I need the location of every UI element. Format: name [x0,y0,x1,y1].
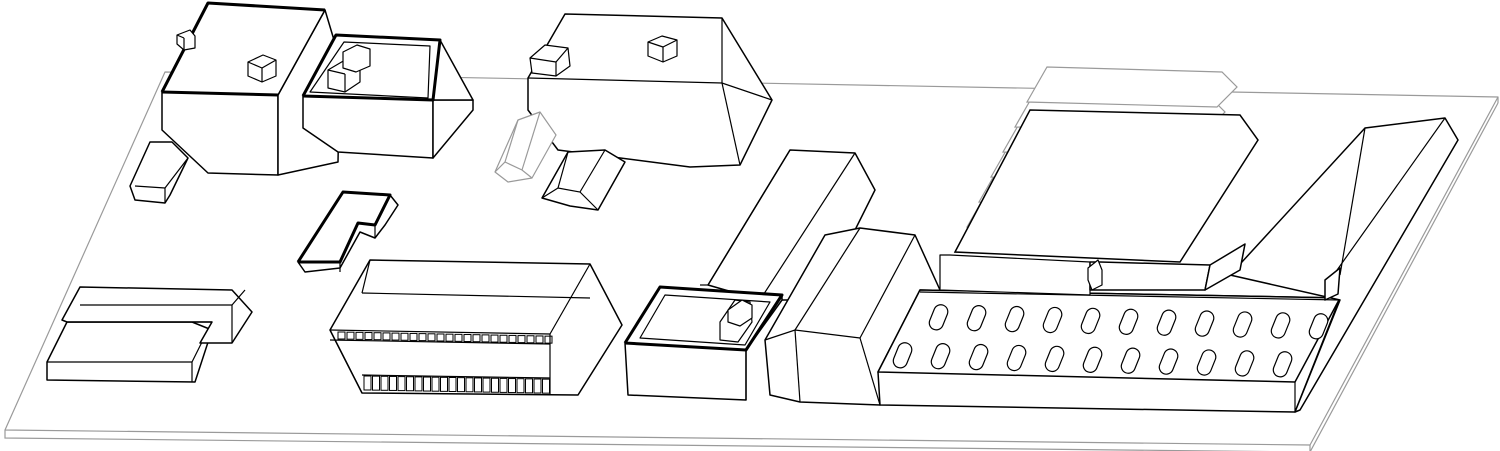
silo [1120,347,1141,374]
upper-window [499,334,508,343]
silo [1272,351,1293,378]
long-right-wing [1087,117,1459,413]
upper-window [400,332,409,341]
lower-window [431,376,440,392]
sawtooth-roof [1025,66,1238,108]
lower-window [465,377,474,393]
silo [1270,312,1291,339]
silo [1196,349,1217,376]
silo [928,304,949,331]
upper-window [526,335,535,344]
upper-window [355,331,364,340]
lower-window [389,375,397,391]
lower-window [406,376,414,392]
upper-window [535,335,544,344]
silo [1194,310,1215,337]
windowed-hall [329,259,623,396]
upper-window [463,334,472,343]
silo [930,343,951,370]
sawtooth-frame [953,109,1259,263]
silo [1118,308,1139,335]
lower-window [372,375,380,391]
upper-window [517,335,526,344]
tower-block-right [301,33,474,159]
lower-window [397,376,406,392]
upper-window [544,335,553,344]
sawtooth-roof-group [953,66,1259,263]
gable-hut [541,149,626,211]
silo-rows [892,304,1329,378]
silo [1156,309,1177,336]
upper-window [337,331,346,340]
lower-window [474,377,482,393]
glass-gable-hut [494,111,557,183]
silo [1232,311,1253,338]
lower-window [440,376,448,392]
silo [1080,307,1101,335]
silo [966,305,987,332]
window-strip [337,331,553,394]
lower-window [414,376,423,392]
roof-box-hall [623,285,784,401]
upper-window [454,333,463,342]
silo [1006,344,1027,372]
silo [1234,350,1255,377]
upper-window [409,332,418,341]
upper-window [373,332,382,341]
lower-window [363,375,372,391]
lower-window [380,375,389,391]
lower-window [499,377,508,393]
upper-window [490,334,499,343]
upper-window [391,332,400,341]
upper-window [418,333,427,342]
silo [1082,346,1103,373]
small-shed-left [129,141,189,204]
l-shaped-block [296,190,399,273]
upper-window [427,333,436,342]
lower-window [457,377,465,393]
lower-window [508,378,516,394]
silo [1044,345,1065,373]
silo [1158,348,1179,375]
stacked-bars-block [46,286,253,383]
lower-window [542,378,550,394]
lower-window [516,378,525,394]
lower-window [491,377,499,393]
silo [892,342,913,369]
upper-window [481,334,490,343]
silo-hall [877,254,1341,413]
upper-window [508,334,517,343]
upper-window [472,334,481,343]
silo [1004,305,1025,333]
lower-window [423,376,431,392]
upper-window [445,333,454,342]
silo [1308,313,1329,340]
lower-window [448,377,457,392]
lower-window [525,378,533,394]
upper-window [346,331,355,340]
lower-window [533,378,542,394]
upper-window [382,332,391,341]
upper-window [364,332,373,341]
silo [1042,306,1063,334]
lower-window [482,377,491,393]
silo [968,343,989,371]
warehouse-top-center [527,13,773,168]
upper-window [436,333,445,342]
